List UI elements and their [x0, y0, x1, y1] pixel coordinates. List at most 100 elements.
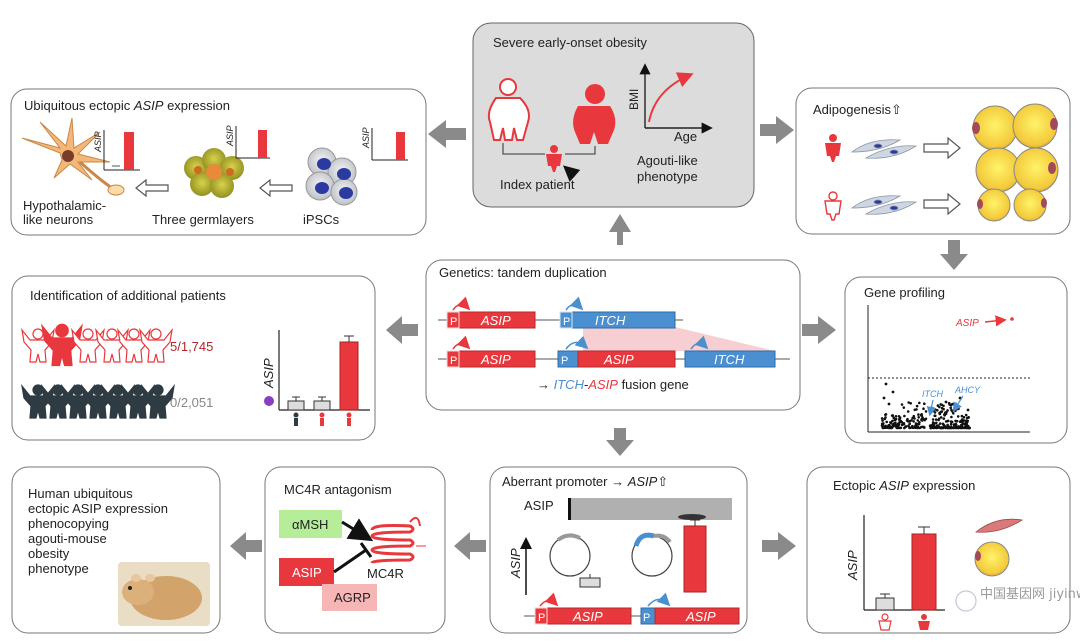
scatter-point [881, 426, 884, 430]
scatter-point [944, 411, 947, 415]
scatter-point [899, 419, 903, 423]
scatter-point [884, 424, 888, 428]
scatter-point [916, 425, 919, 428]
arrow-right-icon [802, 316, 836, 344]
index-patient-icon [546, 145, 562, 172]
scatter-point [954, 422, 957, 426]
arrow-right-icon [762, 532, 796, 560]
scatter-point [946, 423, 949, 427]
phenotype-label-line2: phenotype [637, 169, 698, 184]
phenotype-label-line1: Agouti-like [637, 153, 698, 168]
asip-axis-label: ASIP [93, 131, 103, 153]
scatter-point [923, 418, 927, 422]
count-red: 5/1,745 [170, 339, 213, 354]
arrow-left-icon [230, 532, 262, 560]
ipsc-cluster-icon [305, 147, 358, 206]
scatter-point [939, 416, 943, 419]
bmi-curve-chart: BMI Age [627, 63, 713, 144]
scatter-point [883, 417, 887, 421]
scatter-point [951, 402, 954, 406]
scatter-point [939, 426, 943, 430]
scatter-point [948, 403, 951, 406]
scatter-point [920, 418, 923, 421]
asip-axis-label: ASIP [361, 127, 371, 149]
watermark: 中国基因网 jiyinwang.com [955, 587, 1080, 612]
person-figure-icon [21, 327, 55, 363]
scatter-point [935, 421, 938, 425]
father-figure-icon [573, 84, 616, 144]
hollow-arrow-right-icon [923, 136, 961, 160]
svg-text:P: P [450, 355, 457, 367]
scatter-point [904, 425, 907, 429]
scatter-point [889, 421, 893, 425]
scatter-point [909, 402, 912, 405]
scatter-point [944, 420, 948, 423]
scatter-point [955, 419, 959, 423]
summary-line: Human ubiquitous [28, 486, 133, 501]
panel-title: Adipogenesis⇧ [813, 102, 902, 117]
scatter-point [942, 425, 946, 428]
scatter-point [902, 406, 906, 409]
scatter-point [942, 417, 946, 420]
neurons-label-line1: Hypothalamic- [23, 198, 106, 213]
arrow-down-icon [606, 428, 634, 456]
scatter-point [957, 405, 961, 408]
scatter-point [920, 414, 923, 417]
mother-figure-icon [487, 78, 530, 141]
panel-additional-patients: Identification of additional patients 5/… [11, 275, 376, 441]
scatter-point [929, 426, 933, 430]
cohort-dark-figures [21, 383, 175, 419]
asip-bar-chart: ASIP [261, 330, 370, 426]
scatter-point [913, 408, 917, 412]
patient-red-icon [825, 134, 841, 162]
scatter-point [885, 420, 888, 424]
watermark-text: 中国基因网 jiyinwang.com [980, 587, 1080, 602]
patient-outline-icon [824, 191, 842, 221]
scatter-point [940, 403, 943, 407]
scatter-point [960, 414, 964, 418]
scatter-point [922, 407, 925, 411]
scatter-point [891, 390, 895, 394]
summary-line: agouti-mouse [28, 531, 107, 546]
scatter-point [908, 426, 911, 430]
hollow-arrow-left-icon [135, 178, 169, 198]
scatter-point [898, 416, 902, 420]
cohort-red-figures [21, 323, 173, 367]
arrow-up-icon [609, 214, 631, 245]
scatter-point [884, 413, 887, 417]
arrow-left-icon [454, 532, 486, 560]
scatter-point [887, 402, 891, 406]
age-axis-label: Age [674, 129, 697, 144]
ahcy-point-label: AHCY [954, 385, 981, 395]
scatter-point [891, 423, 895, 427]
germlayers-label: Three germlayers [152, 212, 254, 227]
panel-title: Identification of additional patients [30, 288, 226, 303]
patient-outline-icon [878, 613, 892, 631]
scatter-point [935, 426, 939, 430]
scatter-point [880, 417, 884, 420]
panel-summary: Human ubiquitous ectopic ASIP expression… [11, 466, 221, 634]
scatter-point [947, 426, 950, 430]
scatter-point [923, 402, 926, 406]
scatter-point [894, 421, 897, 425]
scatter-point [929, 424, 932, 427]
scatter-point [937, 425, 941, 429]
scatter-point [938, 411, 941, 415]
scatter-point [957, 426, 961, 430]
scatter-point [918, 401, 921, 405]
agrp-label: AGRP [334, 590, 371, 605]
panel-aberrant-promoter: Aberrant promoter → ASIP⇧ ASIP ASIP P AS… [489, 466, 748, 634]
panel-title: Genetics: tandem duplication [439, 265, 607, 280]
mini-asip-chart: ASIP [93, 130, 140, 171]
scatter-point [950, 408, 953, 412]
scatter-point [949, 422, 953, 426]
panel-title: MC4R antagonism [284, 482, 392, 497]
plasmid-icon [549, 533, 591, 577]
scatter-point [880, 422, 884, 426]
scatter-point [966, 408, 970, 412]
scatter-point [954, 402, 957, 406]
svg-text:P: P [450, 316, 457, 328]
gene-asip-label: ASIP [685, 609, 716, 624]
scatter-point [944, 400, 948, 404]
